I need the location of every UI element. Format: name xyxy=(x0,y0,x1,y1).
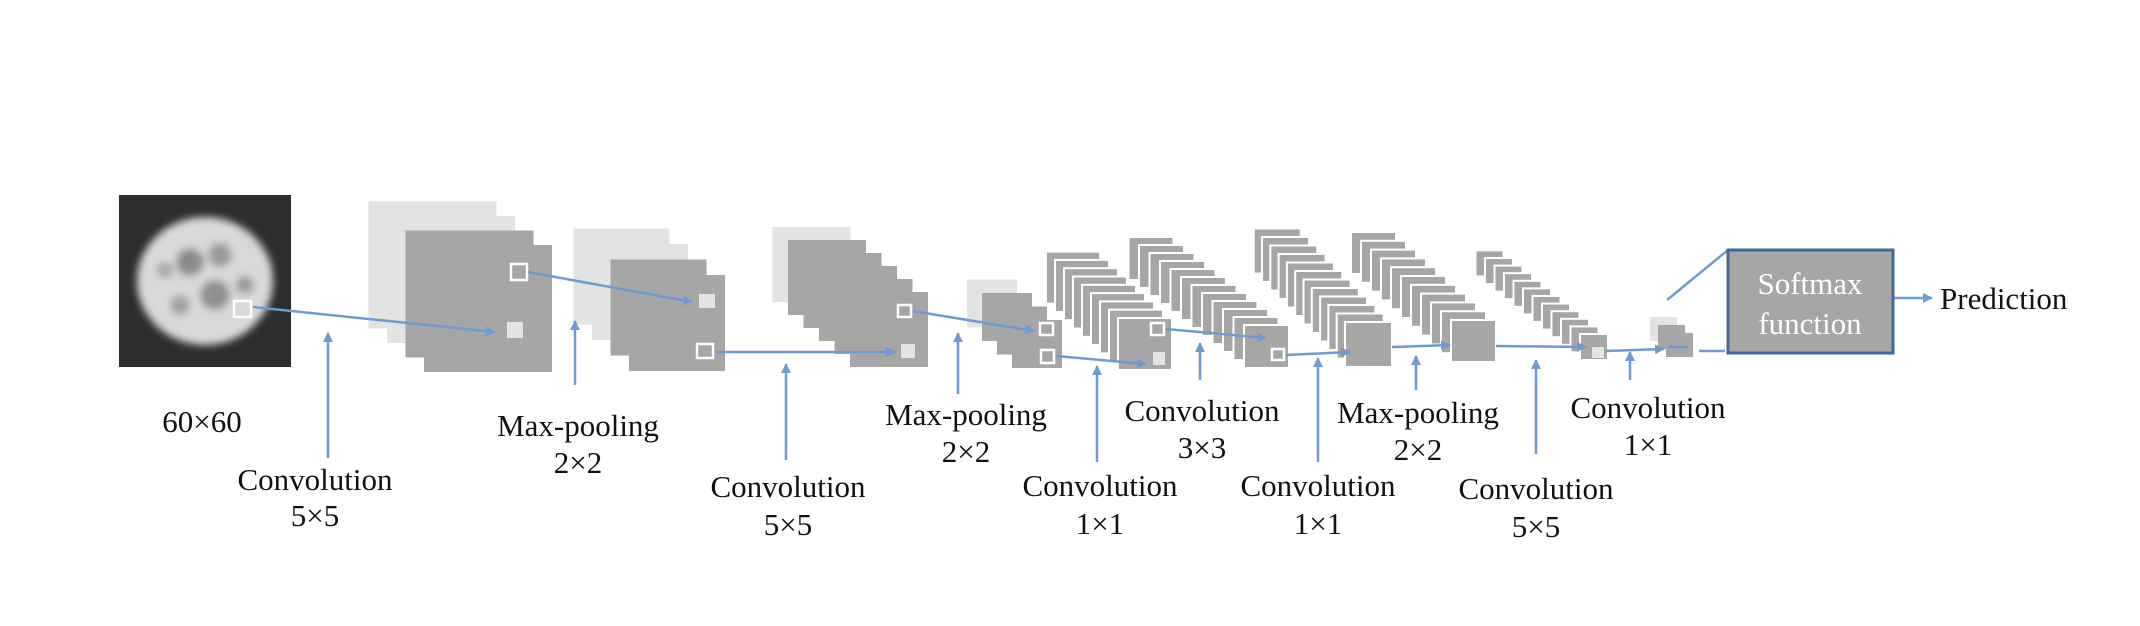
feature-map xyxy=(1450,319,1497,363)
feature-map xyxy=(850,292,928,367)
operation-labels: Convolution 5×5 Max-pooling 2×2 Convolut… xyxy=(237,390,1726,544)
pool3-label: Max-pooling xyxy=(1337,395,1499,430)
receptive-field-markers xyxy=(507,262,1604,365)
pool1-label: Max-pooling xyxy=(497,408,659,443)
stack-conv3 xyxy=(1045,250,1173,371)
stack-conv7 xyxy=(1650,317,1693,357)
conv2-kernel: 5×5 xyxy=(764,507,812,542)
conv3-label: Convolution xyxy=(1022,468,1178,503)
conv2-label: Convolution xyxy=(710,469,866,504)
input-image xyxy=(119,195,291,367)
pool2-kernel: 2×2 xyxy=(942,434,990,469)
flow-arrows xyxy=(252,249,1933,369)
feature-map xyxy=(424,245,552,372)
pool2-label: Max-pooling xyxy=(885,397,1047,432)
conv4-kernel: 3×3 xyxy=(1178,430,1226,465)
feature-map xyxy=(1243,324,1290,369)
conv3-kernel: 1×1 xyxy=(1076,506,1124,541)
softmax-line1: Softmax xyxy=(1757,266,1863,301)
conv6-kernel: 5×5 xyxy=(1512,509,1560,544)
pool1-kernel: 2×2 xyxy=(554,445,602,480)
conv6-label: Convolution xyxy=(1458,471,1614,506)
conv7-kernel: 1×1 xyxy=(1624,427,1672,462)
stack-pool1 xyxy=(573,228,725,371)
feature-map-stacks xyxy=(368,201,1693,372)
stack-conv5 xyxy=(1252,227,1393,368)
prediction-label: Prediction xyxy=(1940,281,2068,316)
operation-arrows xyxy=(323,320,1635,462)
feature-map xyxy=(1344,321,1393,368)
softmax-box: Softmax function xyxy=(1726,248,1895,355)
stack-conv6 xyxy=(1474,249,1609,361)
pool3-kernel: 2×2 xyxy=(1394,432,1442,467)
stack-conv1 xyxy=(368,201,552,372)
stack-pool3 xyxy=(1350,231,1497,363)
feature-map xyxy=(629,275,725,371)
cell-icon xyxy=(137,217,273,345)
softmax-line2: function xyxy=(1758,306,1862,341)
input-size-label: 60×60 xyxy=(162,404,241,439)
conv1-kernel: 5×5 xyxy=(291,498,339,533)
conv5-kernel: 1×1 xyxy=(1294,506,1342,541)
conv4-label: Convolution xyxy=(1124,393,1280,428)
conv5-label: Convolution xyxy=(1240,468,1396,503)
feature-map xyxy=(1666,333,1693,357)
conv7-label: Convolution xyxy=(1570,390,1726,425)
conv1-label: Convolution xyxy=(237,462,393,497)
